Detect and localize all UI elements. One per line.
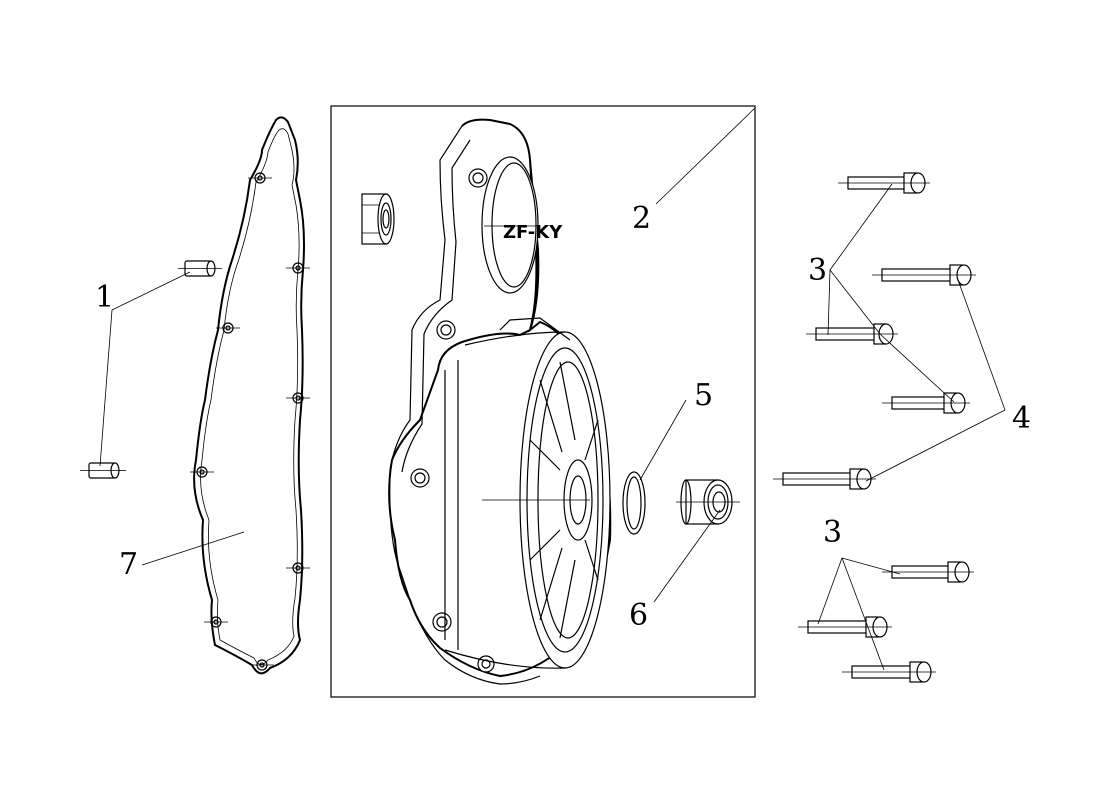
callout-label-3-upper: 3 [808, 253, 827, 288]
engine-side-cover: ZF-KY [388, 118, 612, 685]
bolt [882, 392, 970, 414]
callout-label-2: 2 [632, 201, 651, 236]
callout-label-1: 1 [95, 280, 114, 315]
callout-label-7: 7 [119, 547, 138, 582]
o-ring [622, 471, 646, 535]
dowel-pin-upper [178, 260, 222, 277]
bolt [798, 616, 892, 638]
dowel-pin-lower [80, 462, 126, 479]
callout-label-3-lower: 3 [823, 515, 842, 550]
bolt [773, 468, 876, 490]
leader-lines [99, 107, 1006, 671]
plug [676, 479, 740, 525]
bolt [842, 661, 936, 683]
callout-label-6: 6 [629, 598, 648, 633]
callout-label-4: 4 [1012, 401, 1031, 436]
bearing [361, 193, 395, 245]
cover-assembly-frame [330, 105, 756, 698]
bolt [872, 264, 976, 286]
bolt [882, 561, 974, 583]
bolt [838, 172, 930, 194]
callout-label-5: 5 [694, 378, 713, 413]
gasket [190, 116, 310, 675]
cover-logo: ZF-KY [503, 222, 563, 243]
bolt [806, 323, 898, 345]
